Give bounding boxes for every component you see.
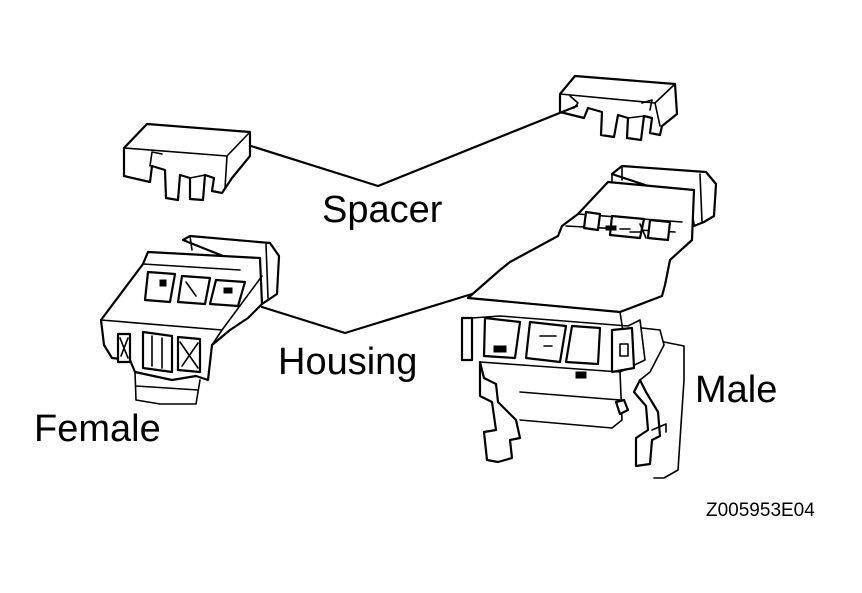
leader-spacer [249, 104, 579, 188]
spacer-right-part [558, 74, 679, 142]
housing-label: Housing [278, 341, 418, 383]
spacer-left-part [122, 122, 252, 202]
male-connector-housing [460, 164, 718, 479]
spacer-label: Spacer [322, 189, 443, 231]
female-label: Female [34, 408, 161, 450]
male-label: Male [695, 369, 778, 411]
figure-code: Z005953E04 [706, 500, 815, 521]
leader-housing [260, 292, 474, 335]
female-connector-housing [99, 234, 281, 405]
leader-lines [249, 104, 579, 335]
